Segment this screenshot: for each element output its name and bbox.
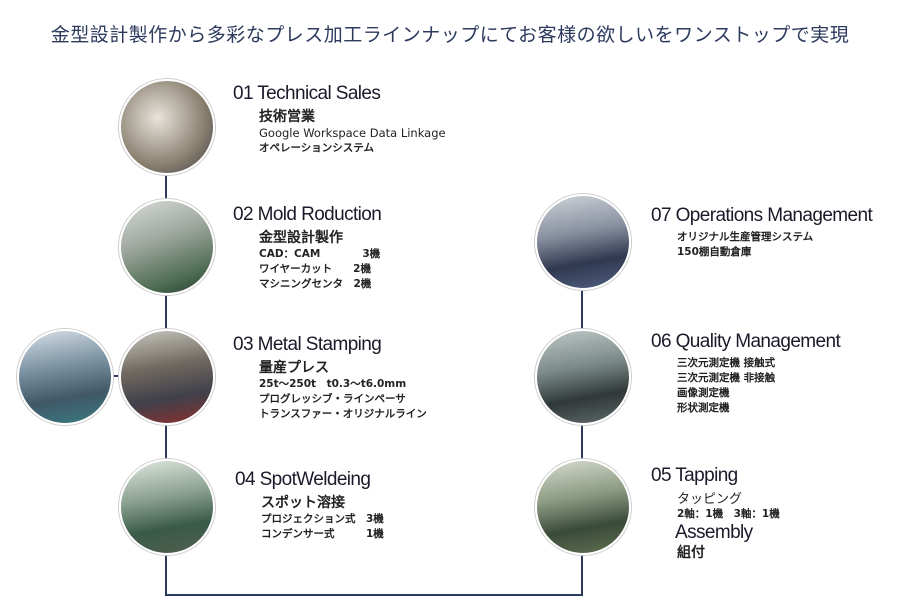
- step-heading: 05 Tapping: [651, 465, 738, 486]
- step-sub: 金型設計製作: [259, 230, 343, 246]
- step-detail: 2軸：1機 3軸：1機: [677, 508, 780, 520]
- step-01: 01 Technical Sales 技術営業 Google Workspace…: [233, 83, 446, 156]
- step-07: 07 Operations Management オリジナル生産管理システム 1…: [651, 205, 886, 260]
- step-heading-assembly: Assembly: [675, 522, 753, 543]
- step-04: 04 SpotWeldeing スポット溶接 プロジェクション式 3機 コンデン…: [235, 469, 384, 542]
- page-title: 金型設計製作から多彩なプレス加工ラインナップにてお客様の欲しいをワンストップで実…: [50, 24, 850, 46]
- step-detail: コンデンサー式 1機: [261, 528, 384, 540]
- step-heading: 07 Operations Management: [651, 205, 873, 226]
- photo-metal-stamping: [119, 329, 215, 425]
- step-sub: スポット溶接: [261, 495, 345, 511]
- step-sub-assembly: 組付: [677, 545, 705, 561]
- step-sub: 技術営業: [259, 109, 315, 125]
- step-heading: 03 Metal Stamping: [233, 334, 382, 355]
- step-sub: 量産プレス: [259, 360, 329, 376]
- photo-operations: [535, 194, 631, 290]
- step-detail: 画像測定機: [677, 387, 730, 399]
- step-detail: 三次元測定機 接触式: [677, 357, 776, 369]
- step-detail: 150棚自動倉庫: [677, 246, 752, 258]
- step-detail: オリジナル生産管理システム: [677, 231, 814, 243]
- step-02: 02 Mold Roduction 金型設計製作 CAD：CAM 3機 ワイヤー…: [233, 204, 382, 292]
- step-sub: タッピング: [677, 492, 743, 507]
- step-detail: 三次元測定機 非接触: [677, 372, 776, 384]
- connector-line: [165, 594, 583, 596]
- photo-tapping: [535, 459, 631, 555]
- step-heading: 04 SpotWeldeing: [235, 469, 371, 490]
- step-heading: 06 Quality Management: [651, 331, 841, 352]
- photo-technical-sales: [119, 79, 215, 175]
- photo-factory-floor: [17, 329, 113, 425]
- step-detail: オペレーションシステム: [259, 142, 374, 154]
- step-detail: プログレッシブ・ラインペーサ: [259, 393, 406, 405]
- step-05: 05 Tapping タッピング 2軸：1機 3軸：1機 Assembly 組付: [651, 465, 780, 562]
- step-detail: CAD：CAM 3機: [259, 248, 381, 260]
- photo-spot-welding: [119, 459, 215, 555]
- step-detail: マシニングセンタ 2機: [259, 278, 372, 290]
- photo-quality: [535, 329, 631, 425]
- step-heading: 02 Mold Roduction: [233, 204, 382, 225]
- photo-mold-production: [119, 199, 215, 295]
- step-detail: Google Workspace Data Linkage: [259, 126, 446, 140]
- connector-line: [63, 375, 163, 377]
- step-03: 03 Metal Stamping 量産プレス 25t〜250t t0.3〜t6…: [233, 334, 427, 422]
- step-detail: 形状測定機: [677, 402, 730, 414]
- step-detail: 25t〜250t t0.3〜t6.0mm: [259, 378, 407, 390]
- step-detail: トランスファー・オリジナルライン: [259, 408, 427, 420]
- step-heading: 01 Technical Sales: [233, 83, 381, 104]
- step-detail: プロジェクション式 3機: [261, 513, 384, 525]
- step-06: 06 Quality Management 三次元測定機 接触式 三次元測定機 …: [651, 331, 846, 416]
- step-detail: ワイヤーカット 2機: [259, 263, 371, 275]
